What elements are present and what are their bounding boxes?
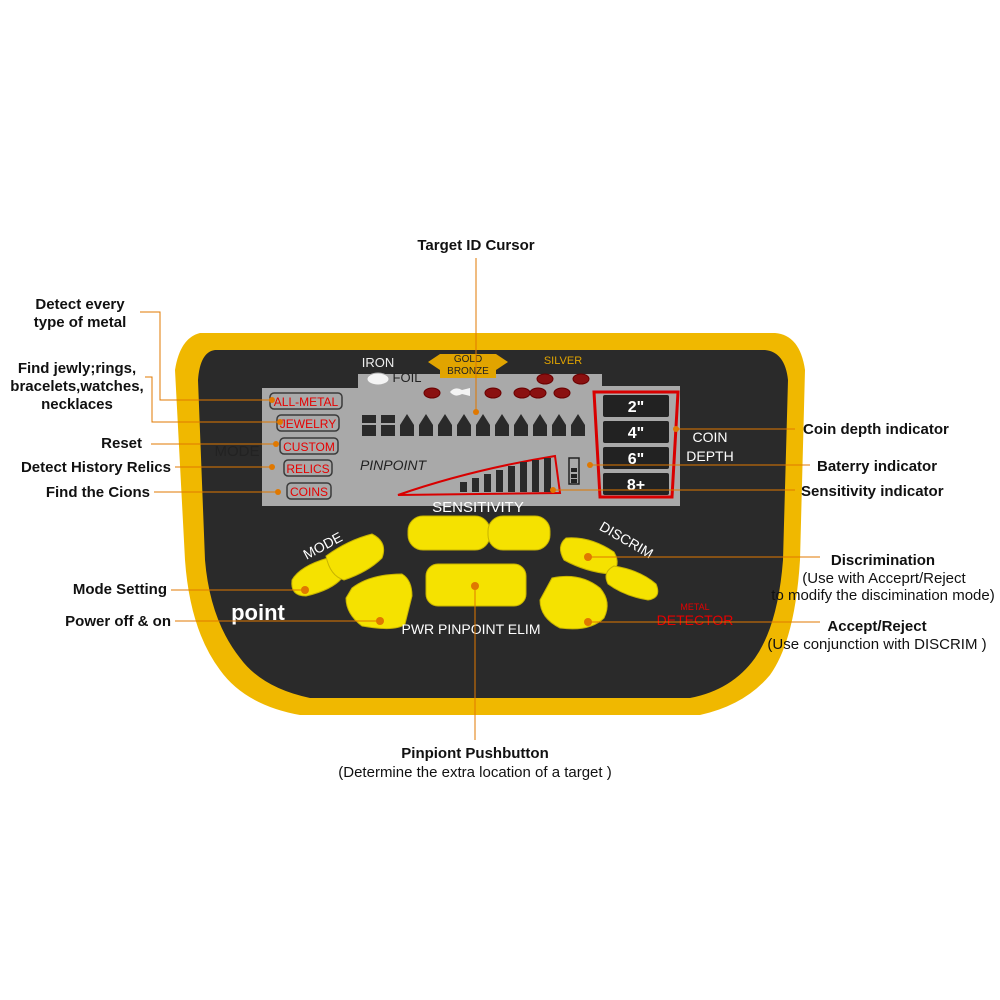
pinpoint-label: PINPOINT xyxy=(360,457,428,473)
callout-find-jewelry: Find jewly;rings, bracelets,watches, nec… xyxy=(4,360,150,414)
callout-sensitivity: Sensitivity indicator xyxy=(801,483,944,500)
callout-coin-depth: Coin depth indicator xyxy=(803,421,949,438)
depth-8: 8+ xyxy=(627,477,645,494)
callout-discrimination: Discrimination xyxy=(830,552,936,569)
sensitivity-up-button[interactable] xyxy=(487,515,551,551)
depth-2: 2" xyxy=(628,399,644,416)
mode-heading: MODE xyxy=(215,443,260,460)
callout-detect-every-line2: type of metal xyxy=(33,314,127,331)
sensitivity-wedge xyxy=(397,454,562,496)
mode-coins: COINS xyxy=(290,485,328,499)
gold-arrow-left-icon xyxy=(428,354,440,370)
discrim-up-button[interactable] xyxy=(605,565,659,601)
callout-detect-every-line1: Detect every xyxy=(35,296,125,313)
lcd-screen xyxy=(262,374,680,506)
mode-all-metal: ALL-METAL xyxy=(274,395,339,409)
callout-relics: Detect History Relics xyxy=(20,459,171,476)
target-id-segments xyxy=(362,414,585,436)
brand-tagline-top: METAL xyxy=(680,602,709,612)
mode-jewelry: JEWELRY xyxy=(280,417,336,431)
depth-4: 4" xyxy=(628,425,644,442)
gold-label: GOLD xyxy=(454,354,482,365)
callout-find-jewelry-line3: necklaces xyxy=(41,396,113,413)
foil-icon xyxy=(450,388,470,396)
iron-label: IRON xyxy=(362,355,395,370)
coin-label: COIN xyxy=(693,429,728,445)
gold-arrow-right-icon xyxy=(496,354,508,370)
depth-label: DEPTH xyxy=(686,448,733,464)
sensitivity-button-label: SENSITIVITY xyxy=(432,499,524,516)
callout-battery: Baterry indicator xyxy=(817,458,938,475)
callout-power: Power off & on xyxy=(65,613,171,630)
sensitivity-down-button[interactable] xyxy=(407,515,491,551)
callout-target-id: Target ID Cursor xyxy=(417,237,535,254)
callout-discrimination-sub2: to modify the discimination mode) xyxy=(771,587,995,604)
callout-mode-setting: Mode Setting xyxy=(72,581,167,598)
mode-box-jewelry xyxy=(276,414,340,432)
callout-discrimination-sub1: (Use with Acceprt/Reject xyxy=(802,570,966,587)
mode-box-custom xyxy=(279,437,339,455)
callout-reset: Reset xyxy=(101,435,142,452)
brand-tagline-bottom: DETECTOR xyxy=(657,612,734,628)
target-discs xyxy=(423,373,590,399)
callout-find-jewelry-line1: Find jewly;rings, xyxy=(17,360,137,377)
mode-relics: RELICS xyxy=(286,462,329,476)
foil-label: FOIL xyxy=(393,370,422,385)
bottom-button-label: PWR PINPOINT ELIM xyxy=(402,621,541,637)
leader-lines xyxy=(140,258,820,740)
sensitivity-buttons[interactable] xyxy=(407,515,551,551)
callout-detect-every: Detect every type of metal xyxy=(20,296,140,332)
mode-custom: CUSTOM xyxy=(283,440,335,454)
callout-pinpoint-sub: (Determine the extra location of a targe… xyxy=(338,764,612,781)
mode-box-coins xyxy=(286,482,332,500)
mode-up-button[interactable] xyxy=(325,533,385,581)
accept-reject-button[interactable] xyxy=(539,575,608,630)
callout-coins: Find the Cions xyxy=(45,484,150,501)
depth-6: 6" xyxy=(628,451,644,468)
coin-icon xyxy=(366,372,390,386)
callout-accept-reject: Accept/Reject xyxy=(827,618,927,635)
power-button[interactable] xyxy=(345,573,413,630)
callout-find-jewelry-line2: bracelets,watches, xyxy=(10,378,144,395)
gold-band xyxy=(440,354,496,378)
leader-dots xyxy=(269,397,679,626)
mode-box-relics xyxy=(283,459,333,477)
callout-pinpoint: Pinpiont Pushbutton xyxy=(401,745,549,762)
coin-depth-frame xyxy=(592,390,680,499)
battery-icon xyxy=(568,457,580,485)
bronze-label: BRONZE xyxy=(447,366,489,377)
silver-label: SILVER xyxy=(544,355,582,367)
sensitivity-bars xyxy=(460,458,551,492)
callout-accept-reject-sub: (Use conjunction with DISCRIM ) xyxy=(767,636,987,653)
